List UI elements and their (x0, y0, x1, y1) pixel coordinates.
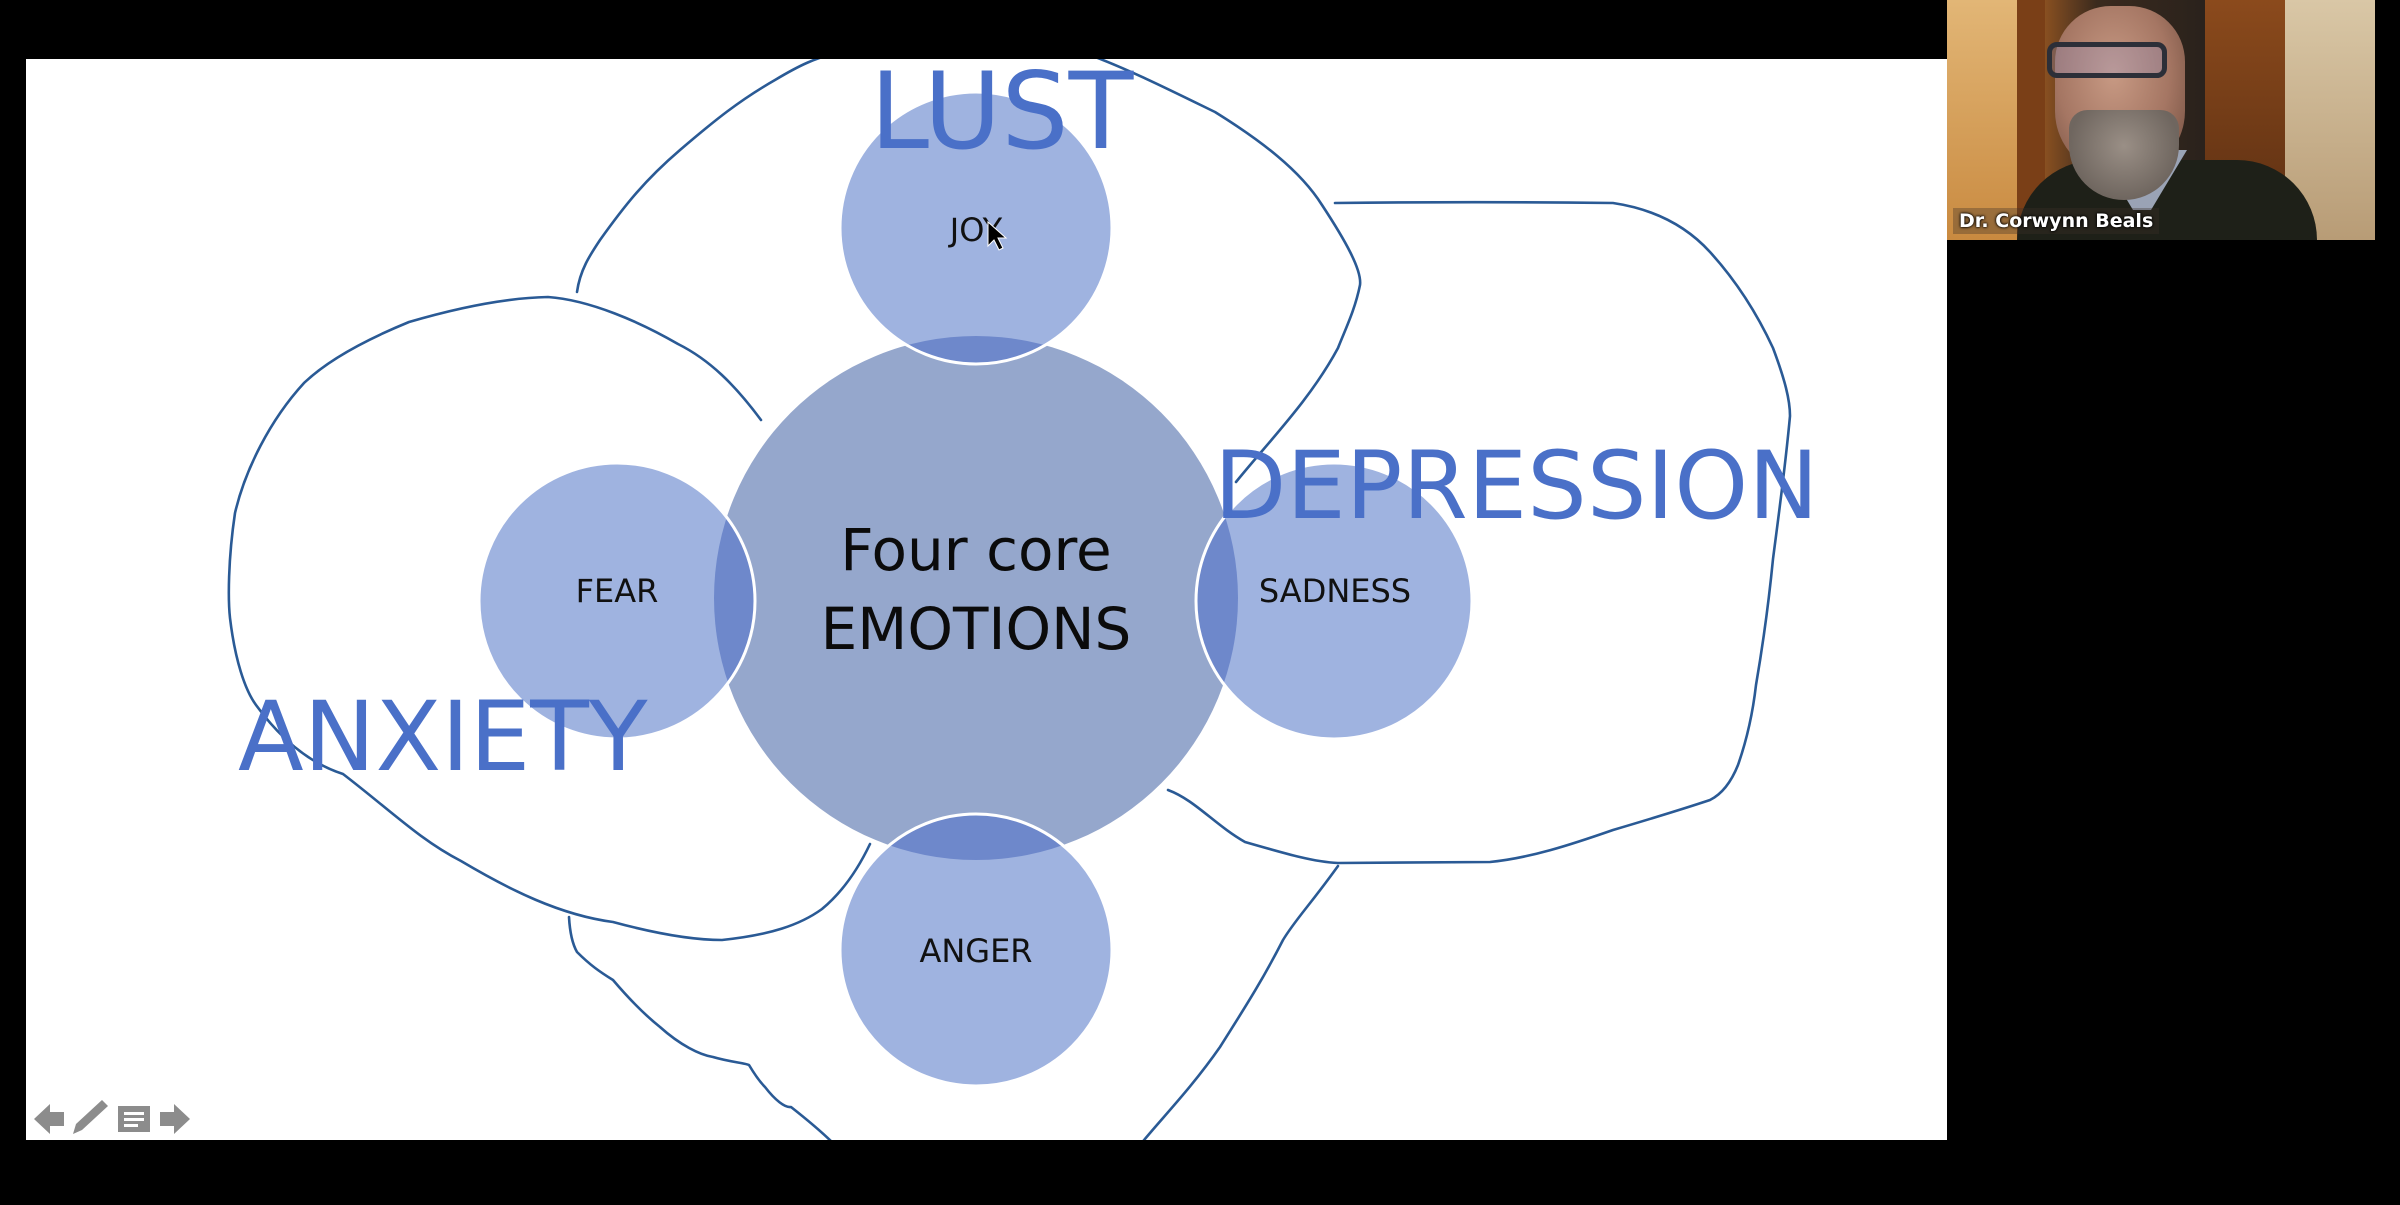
anxiety-label: ANXIETY (238, 681, 648, 793)
depression-outline (1166, 200, 1792, 865)
menu-line (124, 1118, 144, 1121)
arrow-right-icon (160, 1104, 190, 1134)
participant-video-tile[interactable]: Dr. Corwynn Beals (1947, 0, 2375, 240)
slide-menu-button[interactable] (118, 1106, 150, 1132)
pen-tool-button[interactable] (73, 1100, 108, 1134)
anger-circle (840, 814, 1112, 1086)
core-title-line2: EMOTIONS (821, 595, 1132, 663)
pencil-icon (73, 1100, 108, 1134)
next-slide-button[interactable] (160, 1104, 190, 1134)
lust-outline (575, 59, 1362, 484)
anger-outline (567, 864, 1340, 1140)
mouse-cursor-icon (987, 220, 1008, 251)
joy-circle (840, 92, 1112, 364)
fear-ring (477, 461, 757, 741)
sadness-label: SADNESS (1259, 572, 1411, 610)
anxiety-outline (227, 295, 872, 942)
core-title-line1: Four core (840, 516, 1111, 584)
anger-label: ANGER (919, 932, 1032, 970)
joy-ring (838, 90, 1114, 366)
participant-name-label: Dr. Corwynn Beals (1953, 208, 2160, 234)
menu-line (124, 1124, 138, 1127)
menu-line (124, 1112, 144, 1115)
lust-label: LUST (870, 50, 1135, 173)
core-circle (714, 336, 1238, 860)
participant-glasses (2047, 42, 2167, 78)
depression-label: DEPRESSION (1214, 432, 1819, 541)
video-background (1947, 0, 2017, 240)
fear-circle (479, 463, 755, 739)
participant-beard (2069, 110, 2179, 200)
fear-label: FEAR (576, 572, 659, 610)
sadness-ring (1194, 461, 1474, 741)
anger-ring (838, 812, 1114, 1088)
sadness-circle (1196, 463, 1472, 739)
arrow-left-icon (34, 1104, 64, 1134)
slide-controls (34, 1100, 190, 1134)
previous-slide-button[interactable] (34, 1104, 64, 1134)
